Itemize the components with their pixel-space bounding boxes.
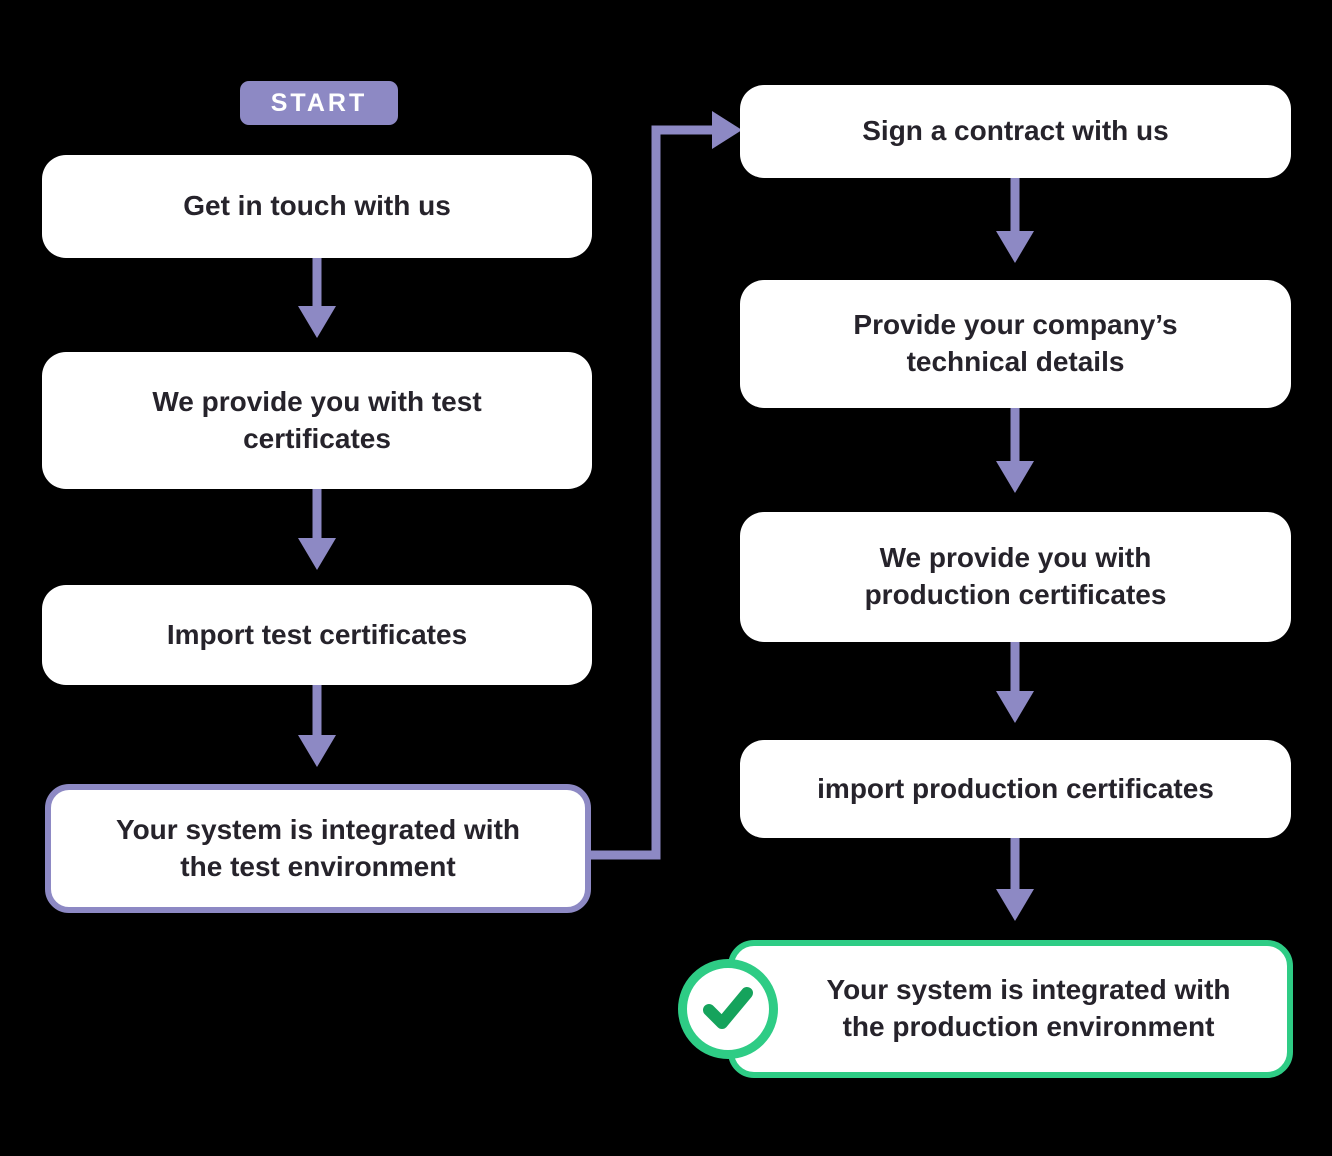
arrowhead-down — [298, 735, 336, 767]
node-import-production-certificates: import production certificates — [740, 740, 1291, 838]
node-label: We provide you with production certifica… — [864, 542, 1167, 610]
arrowhead-down — [996, 691, 1034, 723]
start-badge: START — [240, 81, 398, 125]
arrowhead-down — [298, 306, 336, 338]
check-icon — [678, 959, 778, 1059]
node-sign-contract: Sign a contract with us — [740, 85, 1291, 178]
node-import-test-certificates: Import test certificates — [42, 585, 592, 685]
node-label: import production certificates — [817, 772, 1214, 804]
arrow-lines — [312, 176, 1020, 891]
node-test-certificates: We provide you with test certificates — [42, 352, 592, 489]
node-production-environment: Your system is integrated with the produ… — [728, 940, 1293, 1078]
arrow-heads — [298, 231, 1034, 921]
node-label: Your system is integrated with the produ… — [826, 974, 1231, 1042]
node-label: Sign a contract with us — [862, 115, 1169, 147]
node-label: Get in touch with us — [183, 190, 451, 222]
node-get-in-touch: Get in touch with us — [42, 155, 592, 258]
check-glyph — [703, 987, 753, 1029]
connector-elbow-line — [591, 125, 712, 860]
arrowhead-down — [996, 889, 1034, 921]
node-label: Your system is integrated with the test … — [115, 813, 521, 882]
node-production-certificates: We provide you with production certifica… — [740, 512, 1291, 642]
node-technical-details: Provide your company’s technical details — [740, 280, 1291, 408]
node-label: We provide you with test certificates — [152, 385, 482, 454]
node-label: Provide your company’s technical details — [853, 309, 1178, 377]
arrowhead-down — [298, 538, 336, 570]
arrowhead-right — [712, 111, 742, 149]
arrowhead-down — [996, 461, 1034, 493]
arrowhead-down — [996, 231, 1034, 263]
node-label: Import test certificates — [166, 618, 468, 650]
node-test-environment: Your system is integrated with the test … — [45, 784, 591, 913]
